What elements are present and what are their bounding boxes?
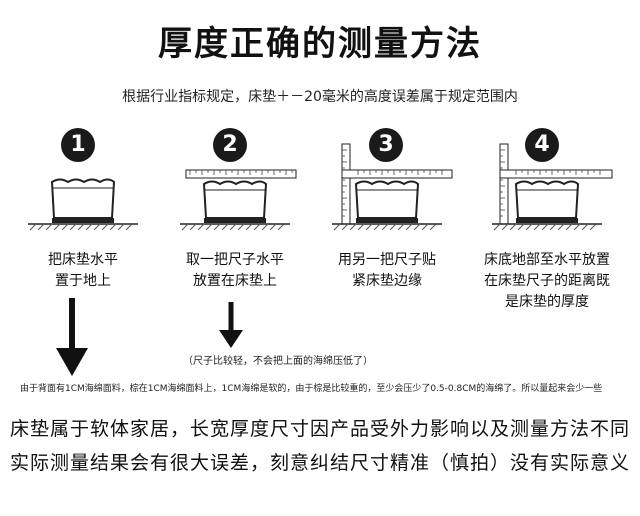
step-1: 1: [8, 126, 158, 236]
down-arrow-icon: [219, 302, 243, 348]
down-arrow-icon: [56, 298, 88, 376]
caption-line: 用另一把尺子贴: [338, 252, 436, 268]
mattress-two-rulers-illustration: [332, 143, 453, 231]
step-4-caption: 床底地部至水平放置 在床垫尺子的距离既 是床垫的厚度: [466, 250, 628, 313]
ruler-weight-note: （尺子比较轻，不会把上面的海绵压低了）: [183, 356, 373, 367]
step-number-badge: 2: [213, 128, 247, 162]
page-subtitle: 根据行业指标规定，床垫＋－20毫米的高度误差属于规定范围内: [122, 89, 518, 105]
step-number-badge: 4: [525, 128, 559, 162]
step-2-caption: 取一把尺子水平 放置在床垫上: [160, 250, 310, 292]
caption-line: 放置在床垫上: [193, 273, 277, 289]
page-title: 厚度正确的测量方法: [158, 24, 482, 64]
caption-line: 取一把尺子水平: [186, 252, 284, 268]
step-number-badge: 1: [61, 128, 95, 162]
conclusion-line-1: 床垫属于软体家居，长宽厚度尺寸因产品受外力影响以及测量方法不同: [9, 418, 630, 440]
mattress-with-ruler-illustration: [180, 169, 297, 231]
caption-line: 置于地上: [55, 273, 111, 289]
foam-compression-footnote: 由于背面有1CM海绵面料，棕在1CM海绵面料上，1CM海绵是软的，由于棕是比较重…: [20, 384, 603, 394]
step-4: 4: [472, 126, 622, 236]
step-1-caption: 把床垫水平 置于地上: [8, 250, 158, 292]
caption-line: 把床垫水平: [48, 252, 118, 268]
conclusion-line-2: 实际测量结果会有很大误差，刻意纠结尺寸精准（慎拍）没有实际意义: [9, 452, 630, 474]
mattress-on-floor-illustration: [28, 178, 138, 231]
step-3-caption: 用另一把尺子贴 紧床垫边缘: [312, 250, 462, 292]
caption-line: 床底地部至水平放置: [484, 252, 610, 268]
mattress-measure-thickness-illustration: [492, 143, 613, 231]
step-3: 3: [312, 126, 462, 236]
caption-line: 在床垫尺子的距离既: [484, 273, 610, 289]
caption-line: 是床垫的厚度: [505, 294, 589, 310]
step-number-badge: 3: [369, 128, 403, 162]
step-2: 2: [160, 126, 310, 236]
caption-line: 紧床垫边缘: [352, 273, 422, 289]
